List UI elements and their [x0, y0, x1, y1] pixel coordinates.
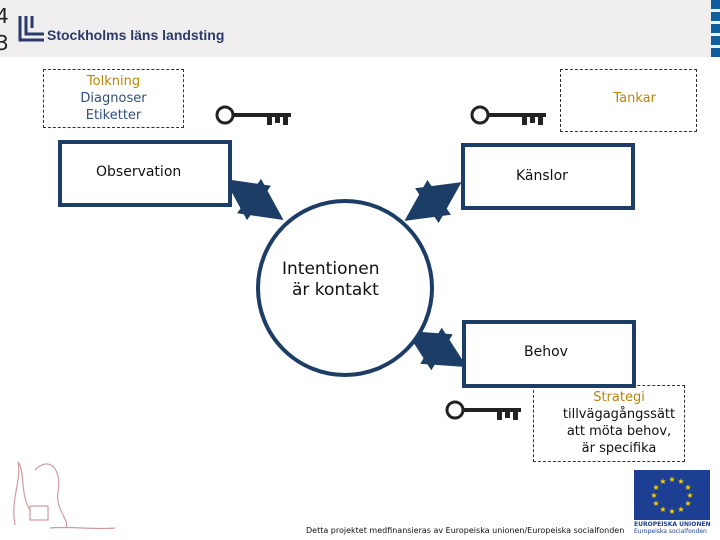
double-arrow-icon — [404, 179, 462, 224]
key-icon — [215, 105, 293, 127]
svg-text:★: ★ — [668, 475, 675, 484]
center-line-1: Intentionen — [282, 259, 380, 279]
diagnoser-text: Diagnoser — [80, 91, 147, 106]
svg-text:★: ★ — [677, 477, 684, 486]
etiketter-text: Etiketter — [85, 108, 142, 123]
observation-label: Observation — [96, 164, 182, 180]
tankar-title: Tankar — [613, 91, 656, 106]
strategi-line-1: tillvägagångssätt — [562, 407, 676, 422]
svg-text:★: ★ — [684, 499, 691, 508]
key-icon — [445, 400, 523, 422]
sll-logo-icon — [18, 16, 44, 42]
svg-text:★: ★ — [668, 507, 675, 516]
eu-caption: EUROPEISKA UNIONEN Europeiska socialfond… — [634, 521, 711, 535]
svg-text:★: ★ — [686, 491, 693, 500]
strategi-line-3: är specifika — [581, 441, 657, 456]
corner-square — [711, 36, 720, 45]
svg-text:★: ★ — [652, 483, 659, 492]
corner-square — [711, 12, 720, 21]
strategi-line-2: att möta behov, — [566, 424, 672, 439]
double-arrow-icon — [224, 178, 284, 221]
key-icon — [470, 105, 548, 127]
edge-number-bottom: 3 — [0, 31, 9, 55]
eu-caption-1: EUROPEISKA UNIONEN — [634, 521, 711, 528]
strategi-title: Strategi — [593, 390, 645, 405]
svg-text:★: ★ — [684, 483, 691, 492]
observation-box: Observation — [58, 140, 232, 207]
eu-caption-2: Europeiska socialfonden — [634, 528, 707, 535]
behov-box: Behov — [462, 320, 636, 388]
behov-label: Behov — [524, 344, 568, 360]
svg-text:★: ★ — [659, 477, 666, 486]
tolkning-box: Tolkning Diagnoser Etiketter — [43, 69, 184, 128]
kanslor-label: Känslor — [516, 168, 568, 184]
svg-text:★: ★ — [650, 491, 657, 500]
corner-square — [711, 48, 720, 57]
center-text: Intentionen är kontakt — [282, 259, 412, 301]
svg-text:★: ★ — [652, 499, 659, 508]
center-line-2: är kontakt — [292, 280, 379, 300]
tankar-box: Tankar — [560, 69, 697, 132]
double-arrow-icon — [405, 327, 468, 371]
strategi-box: Strategi tillvägagångssätt att möta beho… — [533, 385, 685, 462]
corner-square — [711, 24, 720, 33]
footer-text: Detta projektet medfinansieras av Europe… — [306, 526, 625, 535]
kanslor-box: Känslor — [461, 143, 635, 210]
corner-square — [711, 0, 720, 9]
eu-flag-icon: ★★★ ★★★ ★★★ ★★★ — [634, 470, 710, 520]
center-circle — [256, 199, 434, 377]
header-bar: 4 3 Stockholms läns landsting — [0, 0, 720, 57]
logo-text: Stockholms läns landsting — [47, 27, 225, 43]
signature-drawing-icon — [13, 461, 116, 530]
svg-text:★: ★ — [659, 505, 666, 514]
tolkning-title: Tolkning — [86, 74, 141, 89]
svg-text:★: ★ — [677, 505, 684, 514]
edge-number-top: 4 — [0, 4, 9, 28]
